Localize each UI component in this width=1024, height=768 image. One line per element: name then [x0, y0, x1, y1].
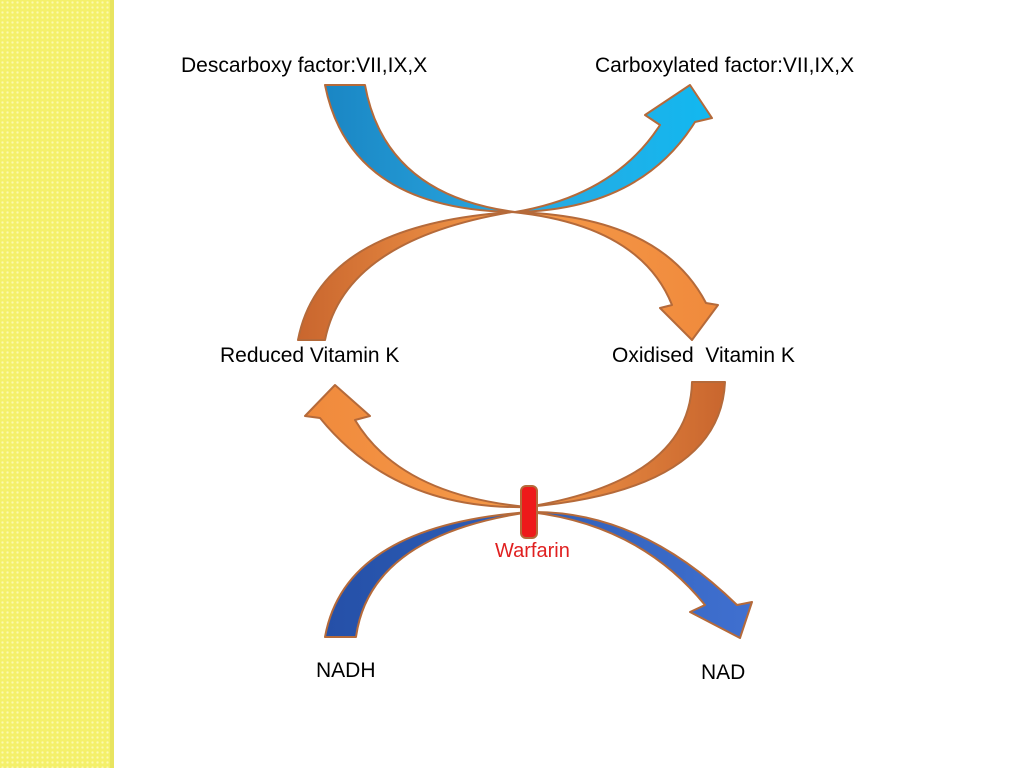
blue-carboxylation-arrow	[324, 84, 713, 213]
orange-oxidation-arrow	[297, 211, 719, 341]
label-warfarin: Warfarin	[495, 540, 570, 562]
decorative-sidebar	[0, 0, 114, 768]
label-nad: NAD	[701, 661, 745, 684]
nadh-to-nad-arrow	[324, 510, 753, 639]
label-descarboxy-factor: Descarboxy factor:VII,IX,X	[181, 54, 427, 77]
label-reduced-vitamin-k: Reduced Vitamin K	[220, 344, 399, 367]
warfarin-block-marker	[520, 485, 538, 539]
label-oxidised-vitamin-k: Oxidised Vitamin K	[612, 344, 795, 367]
label-nadh: NADH	[316, 659, 376, 682]
label-carboxylated-factor: Carboxylated factor:VII,IX,X	[595, 54, 854, 77]
orange-reduction-arrow	[304, 381, 726, 509]
